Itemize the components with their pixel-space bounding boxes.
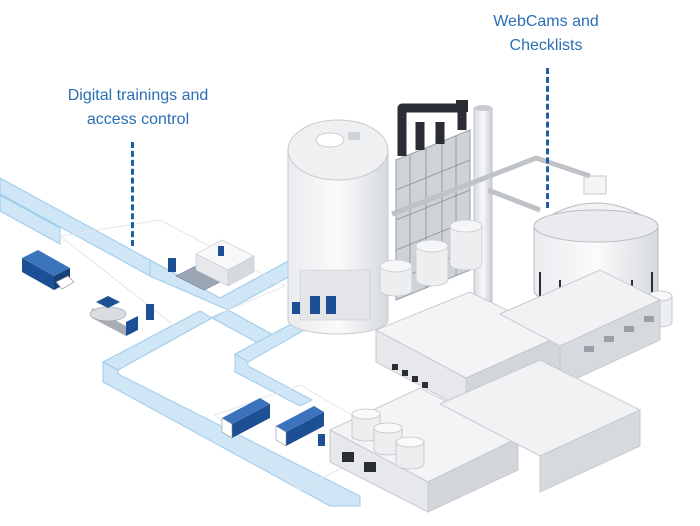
road-left-lower: [0, 194, 61, 245]
callout-webcams-pointer: [546, 68, 549, 208]
road-down-left: [101, 310, 214, 371]
pipe-bridges: [391, 155, 591, 217]
callout-webcams-line1: WebCams and: [493, 13, 599, 30]
callout-training-line2: access control: [86, 111, 190, 128]
small-tanks: [379, 219, 483, 297]
loading-terminal: [318, 434, 325, 446]
warehouse-silos: [351, 408, 425, 470]
callout-training-pointer: [131, 142, 134, 246]
tanker-truck: [89, 296, 138, 336]
callout-training: Digital trainings and access control: [48, 84, 228, 132]
truck-2: [221, 398, 270, 439]
gate-terminal-2: [168, 258, 176, 272]
truck-loading-area: [221, 398, 325, 447]
gate-terminal-1: [146, 304, 154, 320]
warehouse: [328, 359, 642, 513]
gatehouse: [195, 239, 255, 287]
large-silo: [287, 119, 389, 335]
truck-3: [275, 406, 324, 447]
callout-webcams-line2: Checklists: [509, 37, 583, 54]
truck-1: [22, 250, 75, 290]
callout-training-line1: Digital trainings and: [67, 87, 209, 104]
road-center-bend: [234, 353, 314, 407]
callout-webcams: WebCams and Checklists: [476, 10, 616, 58]
truck-parking: [22, 239, 255, 336]
